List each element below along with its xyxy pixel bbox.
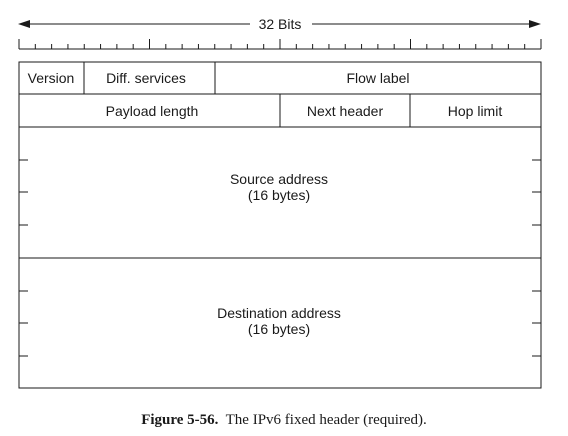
side-ticks: [19, 159, 541, 357]
figure-caption: Figure 5-56. The IPv6 fixed header (requ…: [0, 412, 568, 429]
caption-label: Figure 5-56.: [141, 412, 219, 428]
field-payload-length: Payload length: [106, 103, 199, 119]
width-label: 32 Bits: [259, 16, 302, 32]
width-arrow: [18, 20, 541, 28]
arrow-right-head: [529, 20, 541, 28]
ruler-ticks: [18, 39, 542, 49]
bit-ruler: [18, 39, 542, 50]
ipv6-header-diagram: 32 Bits Version Diff. services Flow labe…: [18, 16, 542, 389]
caption-text: The IPv6 fixed header (required).: [225, 412, 427, 428]
field-diff-services: Diff. services: [106, 70, 186, 86]
header-table: [18, 61, 542, 389]
arrow-left-head: [18, 20, 30, 28]
field-source-size: (16 bytes): [248, 187, 310, 203]
field-source-address: Source address: [230, 171, 328, 187]
field-flow-label: Flow label: [346, 70, 409, 86]
field-destination-address: Destination address: [217, 305, 341, 321]
field-next-header: Next header: [307, 103, 384, 119]
field-destination-size: (16 bytes): [248, 321, 310, 337]
field-hop-limit: Hop limit: [448, 103, 503, 119]
field-version: Version: [28, 70, 75, 86]
